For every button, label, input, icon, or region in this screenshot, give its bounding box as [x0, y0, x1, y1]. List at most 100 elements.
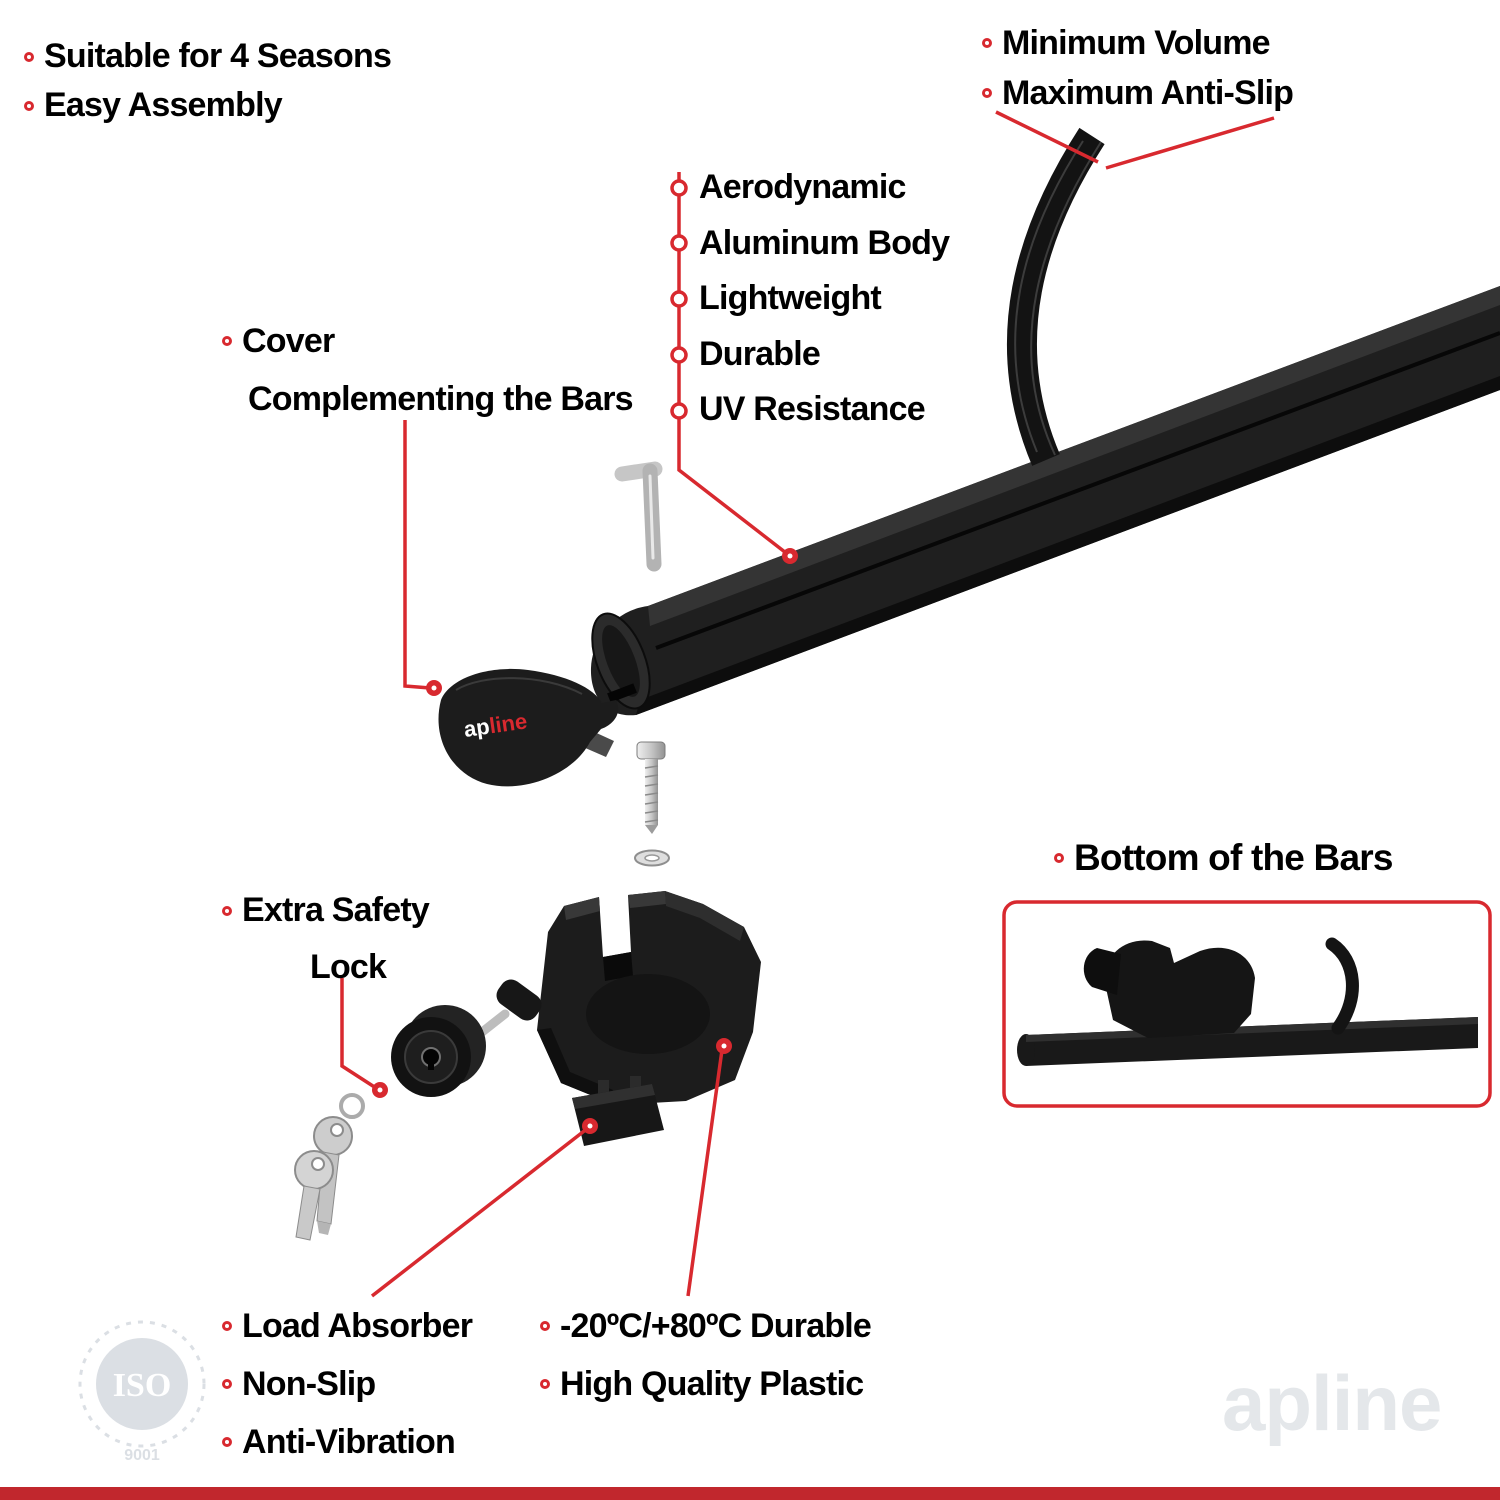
feature-text: Suitable for 4 Seasons	[44, 37, 392, 75]
pad-pin-right	[630, 1076, 641, 1092]
list-item: Easy Assembly	[24, 81, 391, 130]
list-item: Extra Safety	[222, 882, 430, 939]
list-item: Aluminum Body	[699, 216, 950, 272]
cover-logo-line: line	[488, 708, 529, 738]
bolt-icon	[636, 741, 666, 834]
bullet-icon	[24, 100, 34, 111]
feature-text: UV Resistance	[699, 390, 926, 429]
foot-clamp-recess	[586, 974, 710, 1054]
safety-lock-label: Extra Safety Lock	[222, 882, 430, 996]
iso-inner-disc	[96, 1338, 188, 1430]
crossbar	[590, 286, 1500, 716]
rubber-strip-body	[1006, 127, 1105, 466]
feature-text: Aerodynamic	[699, 168, 906, 207]
iso-certification-stamp: ISO 9001	[78, 1320, 206, 1464]
label-text: Cover	[242, 321, 335, 360]
leader-lines	[340, 110, 1275, 1298]
pad-top-bevel	[572, 1084, 655, 1109]
bullet-icon	[222, 1321, 232, 1331]
feature-text: Minimum Volume	[1002, 23, 1271, 62]
pad-pin-left	[598, 1080, 609, 1096]
top-right-feature-list: Minimum Volume Maximum Anti-Slip	[982, 18, 1294, 118]
bottom-clamp-hook	[1083, 948, 1121, 995]
foot-clamp-slot	[603, 952, 633, 981]
foot-clamp-shadow	[537, 1028, 615, 1105]
brand-watermark: apline	[1222, 1359, 1442, 1447]
feature-node-circles	[670, 179, 688, 420]
list-item: UV Resistance	[699, 382, 949, 438]
allen-wrench-highlight	[648, 474, 655, 560]
leader-endpoint-dots	[372, 548, 798, 1134]
bullet-icon	[222, 1437, 232, 1447]
feature-text: Lightweight	[699, 279, 882, 318]
bar-bottom-view	[1017, 937, 1478, 1066]
key-two	[294, 1150, 334, 1241]
list-item: Maximum Anti-Slip	[982, 68, 1294, 118]
list-item: Suitable for 4 Seasons	[24, 32, 392, 81]
iso-outer-ring	[78, 1320, 206, 1448]
iso-code-text: 9001	[124, 1447, 160, 1464]
lock-keyhole-slot	[428, 1057, 434, 1070]
key-ring	[339, 1093, 365, 1119]
list-item: Minimum Volume	[982, 18, 1293, 68]
rubber-strip-ridge-right	[1030, 141, 1102, 456]
cover-body	[438, 668, 619, 787]
list-item: -20ºC/+80ºC Durable	[540, 1297, 872, 1355]
list-item: Aerodynamic	[699, 160, 949, 216]
bullet-icon	[222, 905, 232, 916]
bar-feature-list: Aerodynamic Aluminum Body Lightweight Du…	[699, 160, 950, 438]
lock-knob	[496, 979, 542, 1021]
cover-label: Cover Complementing the Bars	[222, 312, 634, 428]
foot-clamp-bevel	[665, 891, 744, 941]
feature-text: -20ºC/+80ºC Durable	[560, 1306, 872, 1345]
foot-clamp	[537, 891, 761, 1105]
footer-red-strip	[0, 1487, 1500, 1500]
feature-text: Aluminum Body	[699, 223, 950, 262]
list-item: Durable	[699, 327, 949, 383]
feature-text: Non-Slip	[242, 1364, 376, 1403]
bottom-center-feature-list: -20ºC/+80ºC Durable High Quality Plastic	[540, 1297, 872, 1413]
feature-text: Anti-Vibration	[242, 1422, 456, 1461]
leader-minimum-volume	[995, 110, 1099, 164]
feature-text: Load Absorber	[242, 1306, 473, 1345]
list-item: Bottom of the Bars	[1054, 836, 1393, 880]
crossbar-bottom-shade	[636, 376, 1500, 715]
feature-text: Easy Assembly	[44, 86, 283, 124]
list-item: Complementing the Bars	[222, 370, 634, 428]
cover-logo: apline	[462, 708, 528, 742]
safety-lock	[391, 979, 542, 1097]
list-item: Cover	[222, 312, 633, 370]
list-item: Anti-Vibration	[222, 1413, 472, 1471]
bolt-tip	[645, 825, 658, 834]
bullet-icon	[540, 1379, 550, 1389]
rubber-strip	[1006, 127, 1105, 466]
leader-lock	[340, 978, 377, 1090]
leader-maximum-antislip	[1105, 116, 1275, 170]
bottom-of-bars-label: Bottom of the Bars	[1054, 836, 1393, 880]
keys-icon	[294, 1093, 365, 1241]
crossbar-top-sheen	[648, 286, 1500, 626]
bottom-bar-end	[1017, 1034, 1035, 1066]
list-item: Non-Slip	[222, 1355, 472, 1413]
label-text: Bottom of the Bars	[1074, 837, 1393, 878]
bullet-icon	[24, 51, 34, 62]
bottom-bar	[1026, 1017, 1478, 1066]
rubber-strip-ridge-left	[1014, 140, 1084, 453]
list-item: Lock	[222, 939, 429, 996]
foot-clamp-prong-right	[628, 891, 666, 908]
bottom-clamp	[1105, 940, 1255, 1038]
cover-piece: apline	[438, 668, 619, 787]
crossbar-end-slot	[607, 683, 637, 703]
cover-logo-ap: ap	[462, 714, 491, 742]
label-text: Extra Safety	[242, 891, 430, 929]
feature-text: Maximum Anti-Slip	[1002, 73, 1294, 112]
cover-highlight	[455, 677, 583, 695]
feature-text: High Quality Plastic	[560, 1364, 864, 1403]
bottom-left-feature-list: Load Absorber Non-Slip Anti-Vibration	[222, 1297, 473, 1471]
crossbar-groove	[655, 331, 1500, 650]
leader-bar-features	[677, 172, 792, 558]
bottom-strip-piece	[1325, 937, 1359, 1035]
washer-icon	[634, 849, 670, 867]
